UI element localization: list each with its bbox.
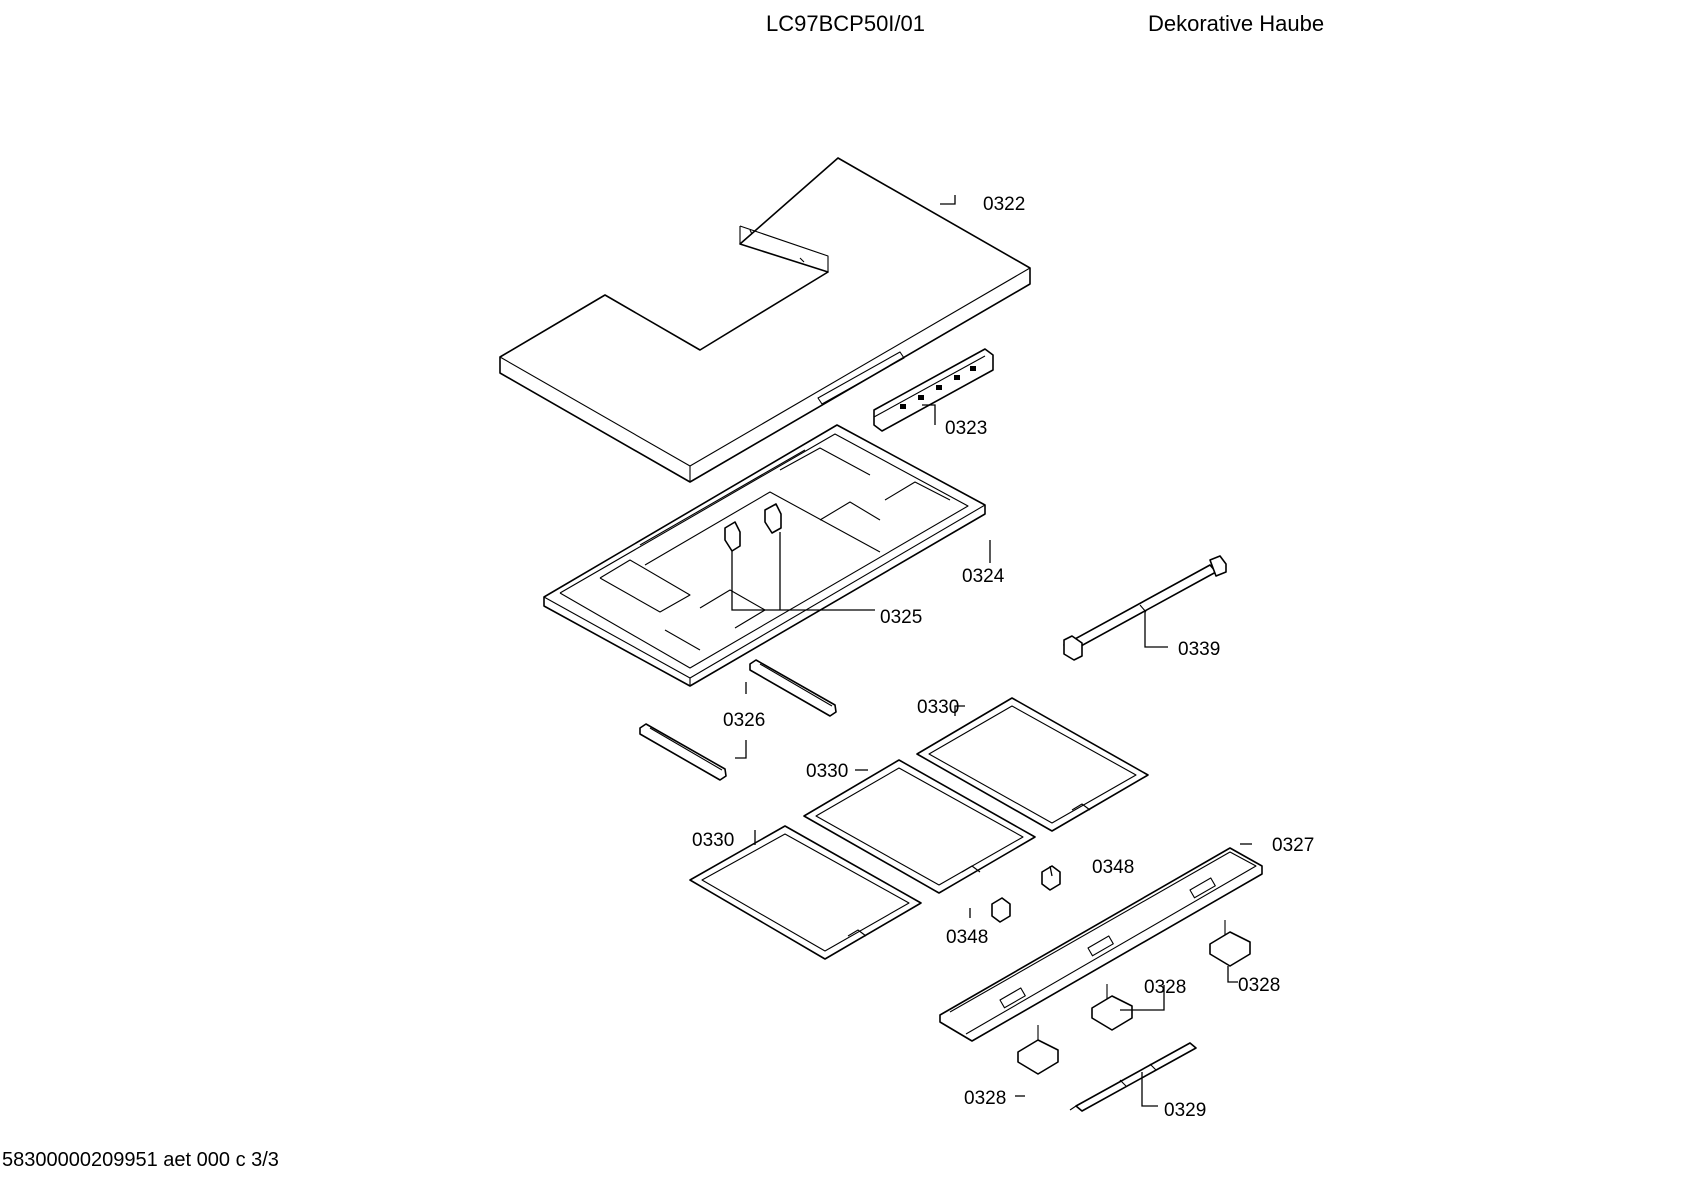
diagram-title: Dekorative Haube	[1148, 11, 1325, 36]
callout-0330-a: 0330	[917, 697, 959, 718]
part-0348-clip-upper	[1041, 865, 1061, 891]
part-0330-filter-1	[916, 697, 1149, 832]
callout-0324: 0324	[962, 566, 1005, 587]
callout-0326: 0326	[723, 710, 765, 731]
callout-0328-c: 0328	[964, 1088, 1006, 1109]
model-number: LC97BCP50I/01	[766, 11, 925, 36]
part-0325-brackets	[724, 503, 782, 552]
callout-0348-a: 0348	[1092, 857, 1134, 878]
callout-0348-b: 0348	[946, 927, 988, 948]
part-0328-slide-1	[1209, 920, 1251, 967]
part-0323-control-panel	[873, 348, 994, 432]
callout-0322: 0322	[983, 194, 1025, 215]
part-0339-rod	[1063, 555, 1227, 661]
callout-0328-a: 0328	[1144, 977, 1186, 998]
part-0328-slide-3	[1017, 1025, 1059, 1075]
part-0328-slide-2	[1091, 984, 1133, 1031]
part-0348-clip-lower	[991, 897, 1011, 923]
part-0330-filter-2	[803, 759, 1036, 894]
part-0327-profile	[939, 847, 1263, 1042]
part-0326-rail-upper	[749, 659, 837, 717]
part-0329-spring-rod	[1069, 1042, 1197, 1112]
callout-0329: 0329	[1164, 1100, 1206, 1121]
part-0330-filter-3	[689, 825, 922, 960]
callout-0330-b: 0330	[806, 761, 848, 782]
part-0324-housing	[543, 424, 986, 687]
callout-0327: 0327	[1272, 835, 1314, 856]
part-0326-rail-lower	[639, 723, 727, 781]
callout-0325: 0325	[880, 607, 922, 628]
callout-0339: 0339	[1178, 639, 1220, 660]
callout-0328-b: 0328	[1238, 975, 1280, 996]
callout-0323: 0323	[945, 418, 987, 439]
leader-lines	[731, 195, 1252, 1107]
callout-0330-c: 0330	[692, 830, 734, 851]
document-reference: 58300000209951 aet 000 c 3/3	[2, 1149, 279, 1171]
part-0322-cover	[499, 157, 1031, 483]
